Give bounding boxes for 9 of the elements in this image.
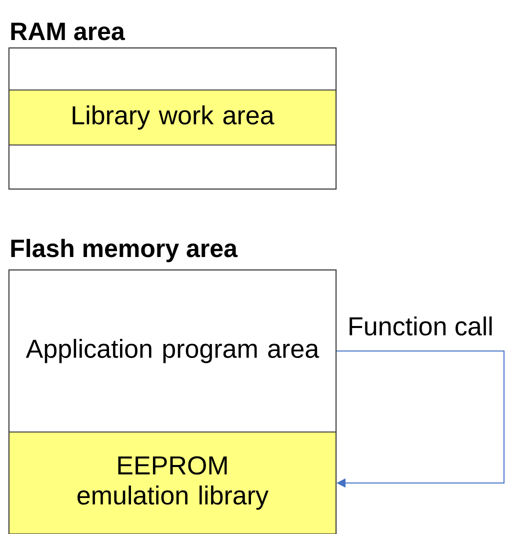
memory-region-box: Library work area	[8, 90, 336, 146]
memory-region-box: EEPROM emulation library	[8, 432, 336, 534]
edge-label: Function call	[350, 316, 492, 336]
memory-region-box	[8, 144, 336, 190]
node-label: RAM area	[11, 22, 126, 40]
memory-region-box: Application program area	[8, 270, 336, 432]
node-label: Flash memory area	[11, 238, 238, 262]
memory-region-box	[8, 48, 336, 90]
arrow	[336, 350, 504, 488]
